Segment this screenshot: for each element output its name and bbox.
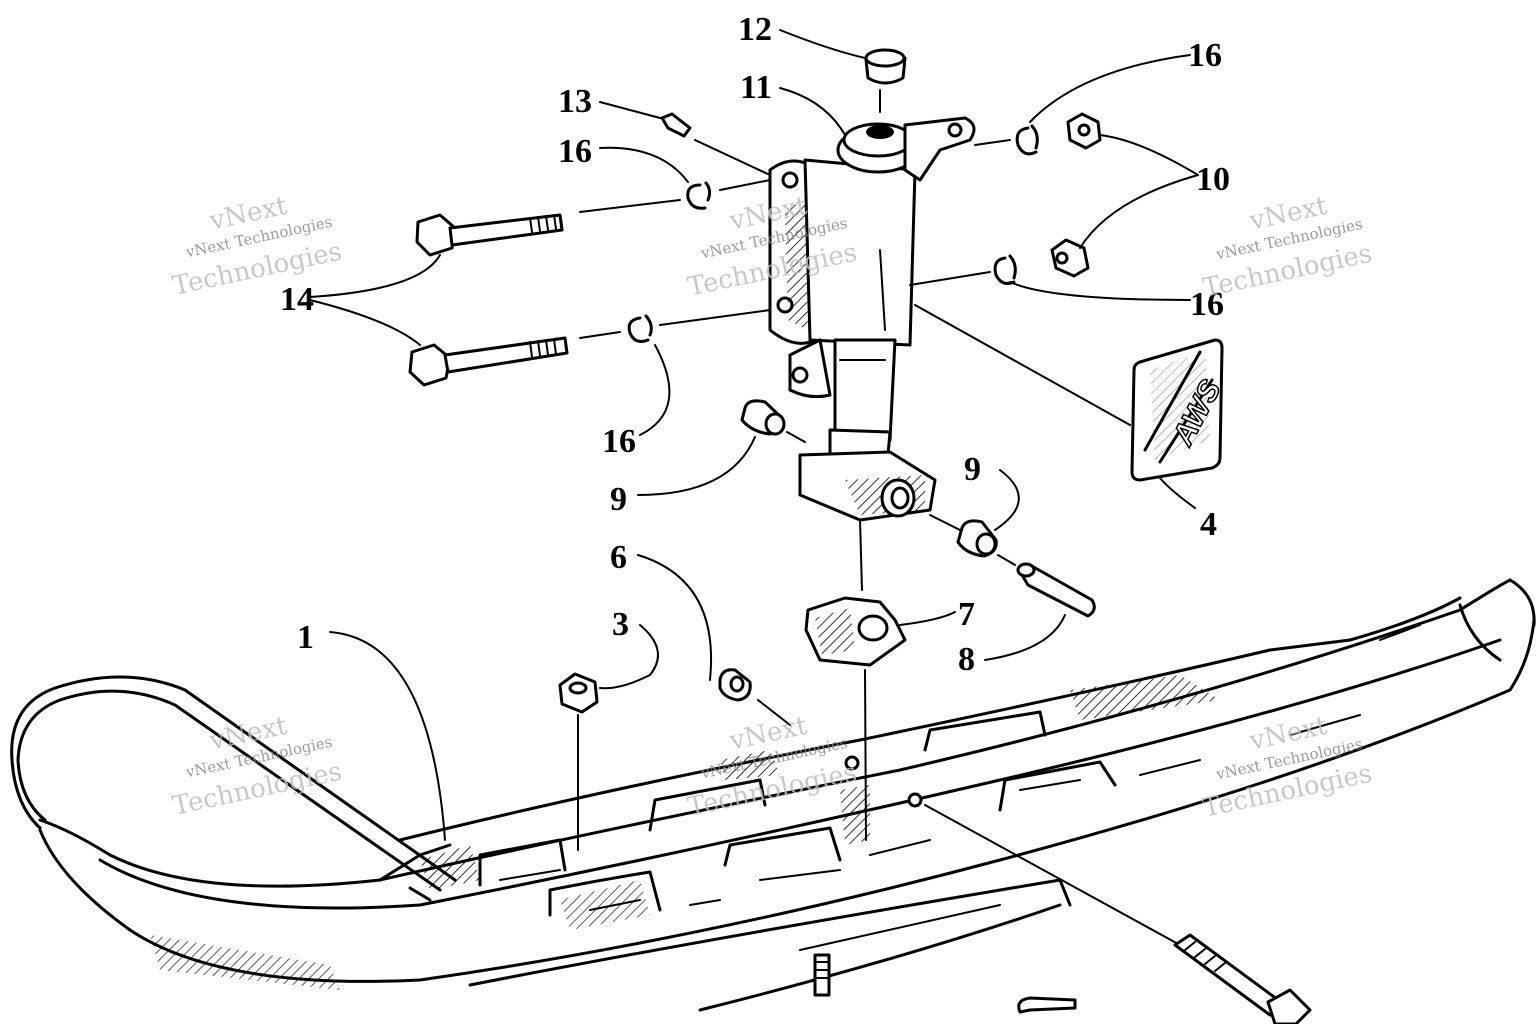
callout-6: 6 [610, 539, 627, 576]
callout-4: 4 [1200, 506, 1217, 543]
upper-bolt [415, 179, 771, 257]
lock-nut [558, 672, 599, 851]
callout-9b: 9 [964, 451, 981, 488]
ski-bolt [924, 804, 1312, 1024]
nut [718, 668, 791, 726]
bushing [929, 514, 998, 558]
cotter-pin [1017, 996, 1077, 1014]
watermark: vNext vNext Technologies Technologies [685, 711, 860, 823]
lock-washer [974, 124, 1039, 156]
bushing [740, 399, 806, 443]
callout-3: 3 [612, 606, 629, 643]
lock-washer [909, 254, 1017, 286]
shock-absorber [768, 116, 976, 841]
callout-16b: 16 [1188, 37, 1222, 74]
lock-washer [686, 181, 712, 210]
callout-16a: 16 [558, 133, 592, 170]
callout-12: 12 [738, 11, 772, 48]
leader-lines [309, 29, 1199, 841]
watermark: vNext vNext Technologies Technologies [1200, 191, 1375, 304]
grease-cap [864, 48, 907, 113]
lower-bolt [408, 309, 771, 387]
callout-labels: 1 3 4 6 7 8 9 9 10 11 12 13 14 16 16 16 … [280, 11, 1230, 678]
hex-nut [1050, 238, 1090, 278]
callout-13: 13 [558, 83, 592, 120]
callout-1: 1 [297, 619, 314, 656]
callout-16c: 16 [1190, 286, 1224, 323]
aws-decal: AWS [914, 304, 1228, 482]
pivot-pin [997, 554, 1096, 618]
hex-nut [1066, 112, 1102, 150]
watermark: vNext vNext Technologies Technologies [170, 191, 345, 302]
mount-block [804, 596, 907, 667]
callout-7: 7 [958, 596, 975, 633]
callout-8: 8 [958, 641, 975, 678]
grease-fitting [660, 112, 771, 176]
callout-14: 14 [280, 281, 314, 318]
callout-16d: 16 [602, 423, 636, 460]
watermark: vNext vNext Technologies Technologies [1200, 711, 1375, 824]
callout-11: 11 [740, 69, 772, 106]
ski [10, 578, 1536, 1012]
lock-washer [627, 314, 653, 343]
callout-10: 10 [1196, 161, 1230, 198]
callout-9a: 9 [610, 481, 627, 518]
